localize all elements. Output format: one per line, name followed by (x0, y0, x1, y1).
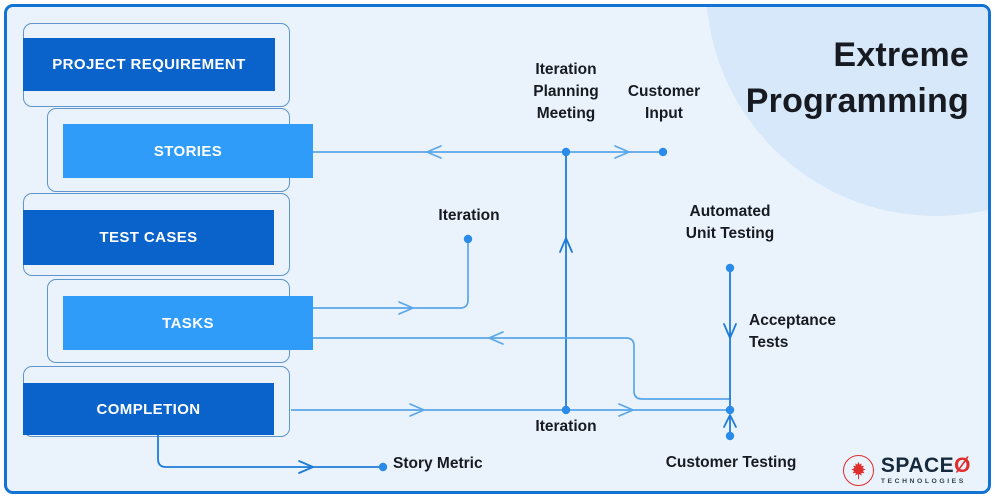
logo-tagline: TECHNOLOGIES (880, 478, 966, 486)
iteration-planning-meeting-label: Iteration Planning Meeting (533, 61, 599, 122)
completion-label: COMPLETION (96, 400, 201, 418)
stories-box: STORIES (63, 124, 313, 178)
tasks-label: TASKS (162, 314, 214, 332)
logo-brand-suffix: Ø (954, 454, 971, 478)
page-title: Extreme Programming (746, 32, 969, 124)
title-line-1: Extreme (833, 36, 969, 74)
iteration-upper-label: Iteration (438, 207, 500, 224)
automated-unit-testing-label: Automated Unit Testing (685, 203, 775, 242)
acceptance-tests-label: Acceptance Tests (749, 312, 837, 351)
test-cases-box: TEST CASES (23, 210, 274, 265)
customer-input-label: Customer Input (627, 83, 701, 122)
logo-brand: SPACEØ (880, 454, 971, 478)
iteration-lower-label: Iteration (535, 418, 597, 435)
title-line-2: Programming (745, 82, 969, 120)
project-requirement-label: PROJECT REQUIREMENT (52, 56, 246, 73)
completion-box: COMPLETION (23, 383, 274, 435)
stories-label: STORIES (153, 142, 223, 160)
customer-testing-label: Customer Testing (665, 454, 797, 471)
project-requirement-box: PROJECT REQUIREMENT (23, 38, 275, 91)
spaceo-logo: SPACEØ TECHNOLOGIES (842, 454, 971, 486)
maple-leaf-icon (842, 455, 874, 486)
tasks-box: TASKS (63, 296, 313, 350)
test-cases-label: TEST CASES (99, 229, 198, 246)
story-metric-label: Story Metric (393, 455, 483, 472)
